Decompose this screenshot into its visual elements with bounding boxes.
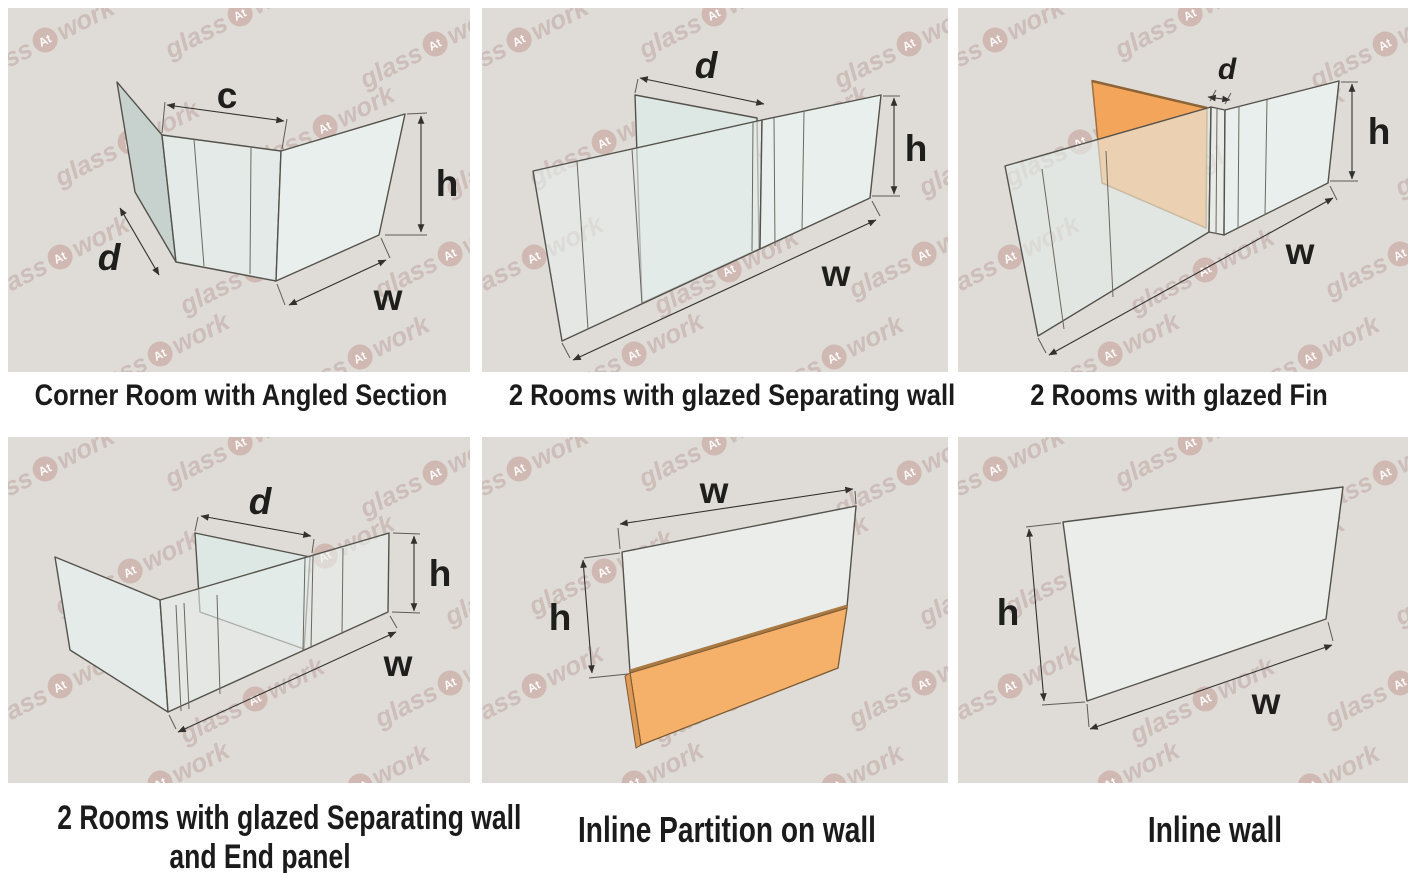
dimension-w: w <box>168 615 413 733</box>
dimension-c: c <box>161 75 288 150</box>
caption-line-1: 2 Rooms with glazed Separating wall <box>57 799 522 837</box>
dimension-d: d <box>194 481 315 554</box>
glass-joints <box>193 138 252 275</box>
dim-label-h: h <box>549 597 572 638</box>
orange-fin-top-edge <box>1091 79 1208 110</box>
dimension-h: h <box>391 532 452 614</box>
two-rooms-separating-wall-drawing: d h w <box>532 45 928 361</box>
dim-label-w: w <box>1251 681 1281 722</box>
dim-label-w: w <box>373 277 403 318</box>
dim-label-w: w <box>1285 231 1315 272</box>
dimension-w: w <box>617 470 857 550</box>
caption-line-2: and End panel <box>169 838 351 873</box>
glass-wall-left <box>1004 106 1212 337</box>
dim-label-d: d <box>249 481 273 522</box>
dim-label-h: h <box>905 128 928 169</box>
dimension-h: h <box>385 112 459 236</box>
orange-wall-top-edge <box>629 604 848 673</box>
dimension-h: h <box>872 95 928 197</box>
glass-wall-right <box>275 113 406 282</box>
dim-label-h: h <box>997 592 1020 633</box>
dimension-w: w <box>561 200 881 361</box>
glass-wall-right <box>759 94 882 250</box>
dim-label-d: d <box>695 45 719 86</box>
glass-wall <box>1062 486 1344 702</box>
corner-room-drawing: c h d w <box>98 75 459 318</box>
inline-wall-drawing: h w <box>997 486 1344 730</box>
caption-inline-partition: Inline Partition on wall <box>578 809 876 850</box>
diagram-inline-partition-on-wall: w h glassAtworkglassAtworkglassAtworkgla… <box>482 437 948 783</box>
dim-label-h: h <box>429 553 452 594</box>
glass-wall-left <box>532 119 763 342</box>
glass-wall-left <box>161 134 282 282</box>
caption-corner-room: Corner Room with Angled Section <box>34 379 448 412</box>
end-panel <box>54 556 169 713</box>
dimension-h: h <box>1330 81 1391 182</box>
dim-label-h: h <box>436 163 459 204</box>
dimension-d: d <box>1207 53 1237 105</box>
dimension-w: w <box>1037 185 1338 356</box>
glass-wall-right <box>1223 80 1340 236</box>
dim-label-c: c <box>217 75 238 116</box>
two-rooms-end-panel-drawing: d h w <box>54 481 452 733</box>
dimension-h: h <box>549 552 629 679</box>
caption-two-rooms-separating-wall: 2 Rooms with glazed Separating wall <box>508 379 956 412</box>
two-rooms-glazed-fin-drawing: d h w <box>1004 53 1391 356</box>
dimension-d: d <box>634 45 765 106</box>
dim-label-d: d <box>98 237 122 278</box>
dim-label-w: w <box>383 643 413 684</box>
dim-label-d: d <box>1218 53 1237 86</box>
dimension-h: h <box>997 522 1086 706</box>
dim-label-w: w <box>821 253 851 294</box>
dimension-w: w <box>276 237 403 318</box>
dimension-d: d <box>98 207 160 278</box>
inline-partition-drawing: w h <box>549 470 857 749</box>
dim-label-h: h <box>1368 111 1391 152</box>
diagram-two-rooms-separating-wall-end-panel: d h w glassAtworkglassAtworkglassAtworkg… <box>8 437 470 783</box>
dim-label-w: w <box>699 470 729 511</box>
dimension-w: w <box>1086 621 1334 730</box>
orange-wall-side-face <box>624 672 642 749</box>
diagram-corner-room-with-angled-section: c h d w glassAtworkglassAtworkglassAtwor… <box>8 8 470 372</box>
caption-inline-wall: Inline wall <box>1147 809 1283 850</box>
diagram-inline-wall: h w glassAtworkglassAtworkglassAtworkgla… <box>958 437 1408 783</box>
diagram-two-rooms-glazed-fin: d h w glassAtworkglassAtworkglassAtworkg… <box>958 8 1408 372</box>
caption-two-rooms-glazed-fin: 2 Rooms with glazed Fin <box>1030 379 1328 412</box>
diagram-two-rooms-separating-wall: d h w glassAtworkglassAtworkglassAtworkg… <box>482 8 948 372</box>
